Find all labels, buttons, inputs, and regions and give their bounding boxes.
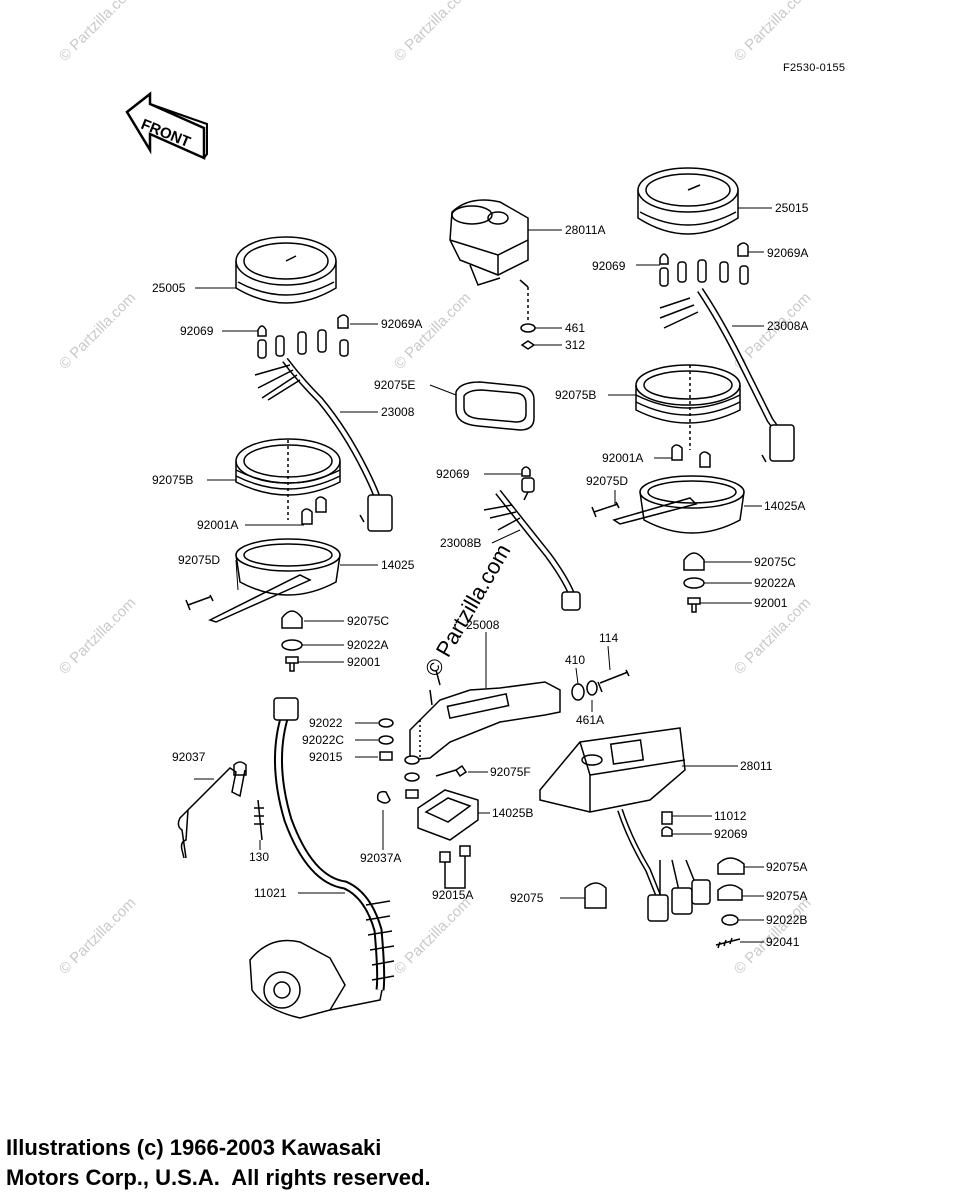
part-label-28011: 28011 [740,759,773,773]
part-label-14025b: 14025B [492,806,533,820]
left-meter-assembly [185,236,393,672]
part-label-92075d: 92075D [178,553,220,567]
part-label-25005: 25005 [152,281,186,295]
part-label-92001: 92001 [347,655,381,669]
part-label-92001a: 92001A [602,451,643,465]
right-meter-assembly [591,167,795,613]
part-label-92069: 92069 [436,467,470,481]
part-label-92075a: 92075A [766,889,807,903]
part-label-92075c: 92075C [347,614,389,628]
part-label-92069a: 92069A [381,317,422,331]
part-label-28011a: 28011A [565,223,605,237]
part-label-92022a: 92022A [754,576,795,590]
ref-code: F2530-0155 [783,62,846,74]
watermark: © Partzilla.com [731,0,814,65]
center-upper-assembly [449,199,581,611]
part-label-25008: 25008 [466,618,500,632]
part-label-92022c: 92022C [302,733,344,747]
part-label-92075a: 92075A [766,860,807,874]
center-watermark: © Partzilla.com [420,540,516,681]
watermark: © Partzilla.com [56,894,139,977]
copyright-line-2: Motors Corp., U.S.A. All rights reserved… [6,1165,431,1190]
part-label-23008b: 23008B [440,536,481,550]
part-label-92069: 92069 [592,259,626,273]
part-label-92075b: 92075B [152,473,193,487]
watermark: © Partzilla.com [56,0,139,65]
part-label-11012: 11012 [714,809,747,823]
part-label-461: 461 [565,321,585,335]
part-label-92075: 92075 [510,891,544,905]
watermark: © Partzilla.com [56,289,139,372]
part-label-92075f: 92075F [490,765,531,779]
watermark: © Partzilla.com [391,894,474,977]
part-label-92022: 92022 [309,716,343,730]
part-label-114: 114 [599,631,618,645]
part-label-92022b: 92022B [766,913,807,927]
part-label-14025a: 14025A [764,499,805,513]
part-label-14025: 14025 [381,558,415,572]
part-label-92015: 92015 [309,750,343,764]
copyright-notice: Illustrations (c) 1966-2003 Kawasaki Mot… [6,1133,431,1193]
part-label-92075c: 92075C [754,555,796,569]
part-label-11021: 11021 [254,886,287,900]
watermark: © Partzilla.com [391,0,474,65]
part-labels: 25005 92069 92069A 23008 92075B 92001A 9… [152,201,809,949]
part-label-92069: 92069 [180,324,214,338]
part-label-92037a: 92037A [360,851,401,865]
part-label-312: 312 [565,338,585,352]
watermark: © Partzilla.com [391,289,474,372]
part-label-92075d: 92075D [586,474,628,488]
part-label-92015a: 92015A [432,888,473,902]
center-bracket-assembly [376,669,630,889]
part-label-92069a: 92069A [767,246,808,260]
leader-lines [194,207,772,943]
part-label-92001a: 92001A [197,518,238,532]
part-label-92022a: 92022A [347,638,388,652]
part-label-130: 130 [249,850,269,864]
part-label-92037: 92037 [172,750,206,764]
cable-assembly [177,697,395,1019]
watermark: © Partzilla.com [56,594,139,677]
part-label-23008: 23008 [381,405,415,419]
part-label-410: 410 [565,653,585,667]
part-label-92075b: 92075B [555,388,596,402]
part-label-92069: 92069 [714,827,748,841]
part-label-25015: 25015 [775,201,809,215]
part-label-92041: 92041 [766,935,800,949]
part-label-92001: 92001 [754,596,788,610]
copyright-line-1: Illustrations (c) 1966-2003 Kawasaki [6,1135,382,1160]
part-label-23008a: 23008A [767,319,808,333]
part-label-92075e: 92075E [374,378,415,392]
front-arrow-icon: FRONT [125,91,208,160]
part-label-461a: 461A [576,713,604,727]
